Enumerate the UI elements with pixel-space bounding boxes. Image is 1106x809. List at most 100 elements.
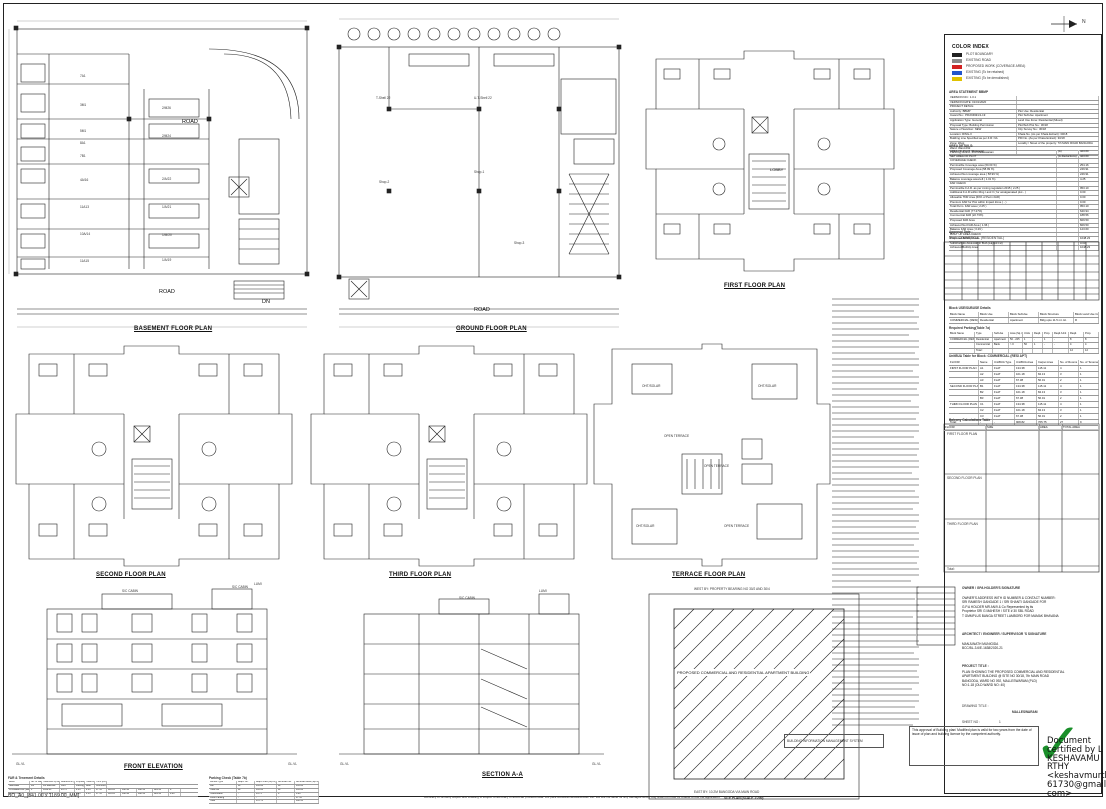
- table-row: Substructure Area Add in BUA (Layout Lvl…: [949, 241, 1099, 247]
- table-cell: City Survey No.: 30/18: [1017, 128, 1099, 132]
- table-cell: FAR CHECK: [949, 182, 1057, 186]
- table-cell: Total Car: [209, 788, 237, 792]
- table-cell: 115.11: [1037, 384, 1059, 389]
- swatch: [952, 77, 962, 81]
- table-cell: 829.50: [1079, 223, 1099, 228]
- parking-check-heading: Parking Check (Table 7b): [209, 776, 247, 780]
- table-cell: 12: [237, 784, 255, 788]
- text-line: com>: [1047, 788, 1073, 799]
- table-cell: Planning District: 103-Malleswaram: [949, 151, 1017, 155]
- table-cell: 9.00: [169, 792, 181, 796]
- table-cell: 56.01: [1037, 414, 1059, 419]
- sheet-no: 1: [999, 720, 1001, 724]
- table-cell: 178.75: [255, 800, 277, 804]
- parking-label: 1/A/19: [162, 258, 172, 262]
- table-cell: [277, 800, 295, 804]
- table-cell: Total:: [949, 420, 979, 425]
- table-cell: -: [237, 792, 255, 796]
- table-cell: 829.50: [153, 792, 169, 796]
- table-cell: 101.18: [1015, 390, 1037, 395]
- table-row: Permissible Coverage area (60.00 %)254.1…: [949, 163, 1099, 169]
- table-cell: AREA OF PLOT (Minimum): [949, 150, 1057, 154]
- table-cell: Lift: [30, 784, 42, 788]
- terrace-floor-plan: [593, 343, 831, 567]
- table-cell: 4: [1069, 343, 1084, 348]
- table-cell: Achieved Net coverage area ( 58.99 %): [949, 172, 1057, 177]
- table-cell: [1053, 348, 1069, 353]
- project-title-heading: PROJECT TITLE :: [962, 664, 989, 668]
- table-cell: 765.75: [1037, 420, 1059, 425]
- table-cell: 17.35: [95, 792, 107, 796]
- table-cell: 1: [1079, 414, 1099, 419]
- table-cell: [237, 800, 255, 804]
- table-cell: Total :: [975, 348, 993, 353]
- table-cell: 2.36: [85, 792, 95, 796]
- table-cell: 2.36: [75, 792, 85, 796]
- table-cell: [1057, 159, 1079, 163]
- table-cell: 423.60: [1079, 150, 1099, 154]
- third-floor-plan: [310, 345, 588, 567]
- table-cell: 67.38: [1015, 396, 1037, 401]
- table-cell: [1057, 172, 1079, 177]
- table-cell: 67.38: [1015, 414, 1037, 419]
- table-cell: FLOOR: [944, 424, 986, 430]
- table-cell: 182.35: [295, 800, 319, 804]
- table-cell: 423.60: [1079, 154, 1099, 159]
- table-cell: 249.91: [1079, 168, 1099, 172]
- table-cell: Residential FAR (77.27%): [949, 209, 1057, 214]
- table-cell: FLAT: [993, 366, 1015, 371]
- terrace-label: OHT/SOLAR: [636, 524, 655, 528]
- table-cell: B3: [979, 396, 993, 401]
- text-line: Proprietor SRI G MAHESH / SITE # 30 SBL …: [962, 609, 1034, 614]
- parking-label: 7B1: [80, 154, 86, 158]
- table-cell: Other Parking: [209, 796, 237, 800]
- table-cell: [949, 408, 979, 413]
- table-cell: [1057, 232, 1079, 237]
- table-cell: COMMERCIAL (RESI): [950, 318, 979, 323]
- table-cell: 1: [1079, 372, 1099, 377]
- text-line: APARTMENT BUILDING @ SITE NO 30/18, 7th …: [962, 674, 1050, 679]
- table-cell: 4.25: [1079, 177, 1099, 182]
- table-cell: [1057, 168, 1079, 172]
- table-cell: Commercial: [975, 343, 993, 348]
- table-cell: Substructure Area Add in BUA (Layout Lvl…: [949, 241, 1057, 246]
- table-cell: Lift Machine: [42, 784, 60, 788]
- table-cell: Parking: [76, 784, 85, 788]
- table-cell: SubUse: [993, 332, 1009, 337]
- table-cell: 12: [1069, 348, 1084, 353]
- balcony-total: Total:: [947, 567, 955, 571]
- north-label: N: [1082, 19, 1086, 25]
- table-row: AREA OF PLOT (Minimum)(A)423.60: [949, 150, 1099, 155]
- table-cell: Building Line Specified as per Z.R: NA: [949, 137, 1017, 141]
- table-cell: 1: [1079, 396, 1099, 401]
- table-cell: Achieved No.: [277, 781, 295, 784]
- table-cell: Block Structure: [1039, 312, 1074, 317]
- table-cell: Block SubUse: [1009, 312, 1039, 317]
- table-cell: 84.13: [1037, 390, 1059, 395]
- table-cell: [1057, 223, 1079, 228]
- table-row: Total Perm. FAR area ( 2.25 )953.10: [949, 205, 1099, 210]
- table-cell: Application Type: General: [949, 118, 1017, 123]
- table-cell: FIRST FLOOR PLAN: [949, 366, 979, 371]
- table-cell: FLAT: [993, 372, 1015, 377]
- table-cell: 110.85: [107, 792, 121, 796]
- table-cell: Plot Use: Residential: [1017, 109, 1099, 114]
- table-cell: 188.56: [137, 792, 153, 796]
- table-cell: [1017, 96, 1099, 100]
- table-cell: Nature of Sanction: NEW: [949, 128, 1017, 132]
- color-index-item: EXISTING (To be demolished): [952, 76, 1052, 82]
- table-cell: 1: [30, 792, 42, 796]
- table-cell: 1: [1079, 384, 1099, 389]
- table-cell: [1079, 182, 1099, 186]
- table-cell: 953.10: [1079, 205, 1099, 209]
- table-cell: -: [979, 420, 993, 425]
- ground-road: ROAD: [474, 307, 490, 313]
- table-cell: 908.82: [1015, 420, 1037, 425]
- parking-label: 2/A/22: [162, 177, 172, 181]
- table-cell: 1: [1079, 408, 1099, 413]
- table-cell: Land Use Zone: Residential (Mixed): [1017, 118, 1099, 123]
